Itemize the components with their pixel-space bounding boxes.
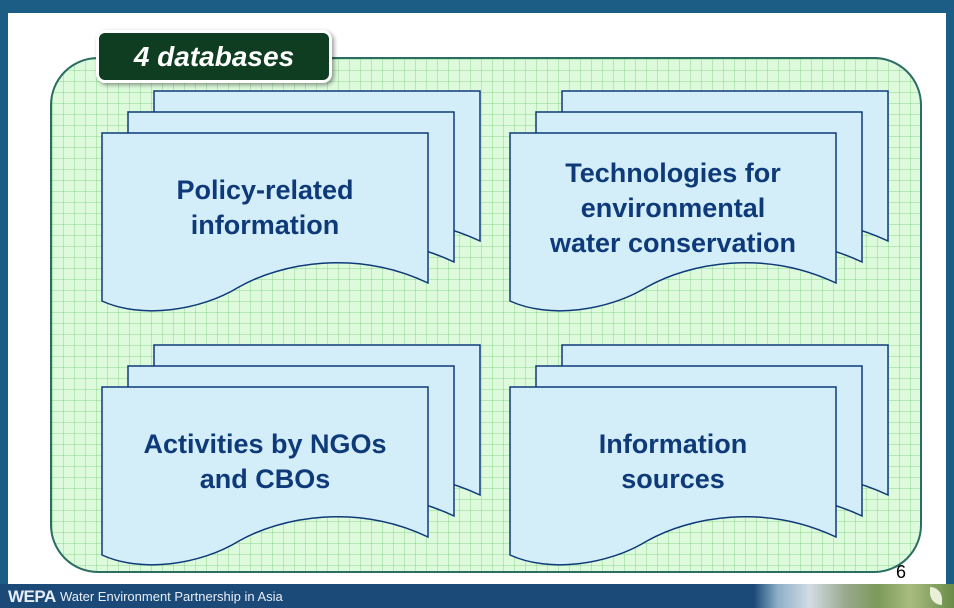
document-page	[101, 132, 429, 312]
footer-photo-strip	[754, 584, 954, 608]
header-bar	[0, 0, 954, 13]
label-line: water conservation	[549, 227, 797, 258]
document-page	[509, 386, 837, 566]
label-line: and CBOs	[199, 464, 331, 494]
leaf-icon	[930, 587, 942, 605]
database-label-policy: Policy-related information	[102, 133, 428, 283]
document-page	[509, 132, 837, 312]
document-page	[101, 386, 429, 566]
label-line: Policy-related	[176, 175, 354, 205]
right-border	[946, 0, 954, 584]
left-border	[0, 0, 8, 584]
page-number: 6	[896, 562, 907, 582]
databases-tab-label: 4 databases	[133, 40, 295, 72]
database-label-technologies: Technologies for environmental water con…	[510, 133, 836, 283]
document-stack-policy	[101, 90, 481, 312]
database-label-sources: Information sources	[510, 387, 836, 537]
footer-bar: WEPA Water Environment Partnership in As…	[0, 584, 954, 608]
label-line: Technologies for	[565, 157, 781, 188]
wepa-logo: WEPA	[8, 587, 56, 606]
footer-tagline: Water Environment Partnership in Asia	[60, 589, 283, 604]
label-line: sources	[621, 464, 725, 494]
document-stack-sources	[509, 344, 889, 566]
label-line: environmental	[580, 192, 766, 223]
label-line: information	[190, 210, 340, 240]
label-line: Information	[598, 429, 748, 459]
document-stack-activities	[101, 344, 481, 566]
label-line: Activities by NGOs	[143, 429, 387, 459]
document-stack-technologies	[509, 90, 889, 312]
database-label-activities: Activities by NGOs and CBOs	[102, 387, 428, 537]
databases-tab: 4 databases	[96, 30, 332, 83]
